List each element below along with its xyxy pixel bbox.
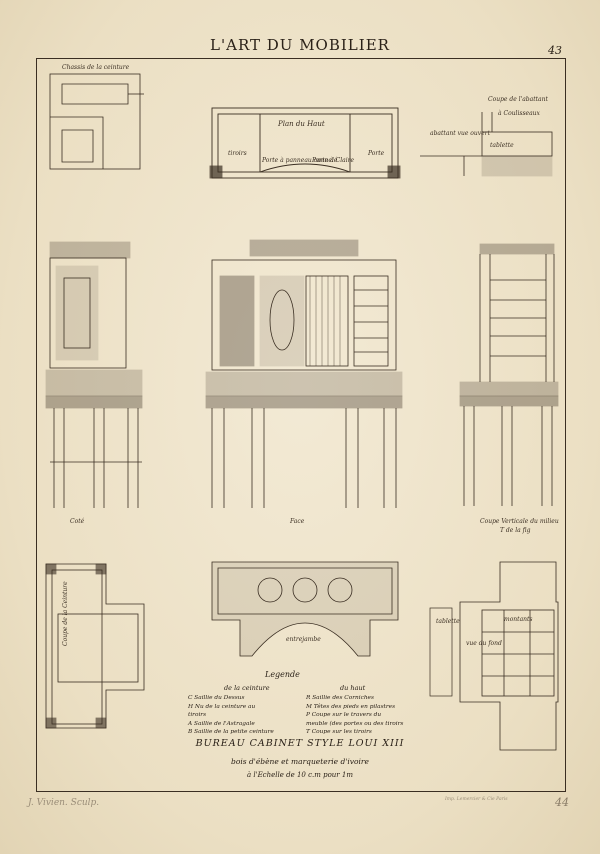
legend-left-item: A Saillie de l'Astragale — [188, 720, 255, 727]
legend-title: Legende — [265, 670, 300, 679]
legend-right-item: R Saillie des Corniches — [306, 695, 374, 701]
entrejambe-label: entrejambe — [286, 636, 321, 643]
legend-right-item: P Coupe sur le travers du — [306, 712, 382, 718]
coupe-ceinture-label: Coupe de la Ceinture — [62, 581, 69, 646]
front-elevation-drawing — [205, 239, 403, 508]
coupe-tablette-label: tablette — [490, 142, 514, 149]
plan-porte-cannelee-label: Porte à panneau cannelé — [262, 157, 338, 164]
abattant-note-label: abattant vue ouvert — [430, 130, 490, 137]
legend-right-heading: du haut — [340, 684, 366, 692]
plan-tiroirs-label: tiroirs — [228, 150, 247, 157]
plate-number: 43 — [548, 44, 562, 57]
coupe-ceinture-drawing — [45, 563, 145, 729]
legend-left-item: B Saillie de la petite ceinture — [188, 729, 274, 735]
legend-left-list: C Saillie du Dessus H Nu de la ceinture … — [188, 694, 274, 737]
tablette-detail-drawing — [429, 607, 453, 697]
plan-porte-label: Porte — [368, 150, 385, 157]
engraver-signature: J. Vivien. Sculp. — [28, 798, 100, 808]
montants-label: montants — [504, 616, 533, 623]
legend-right-item: T Coupe sur les tiroirs — [306, 729, 372, 735]
front-view-label: Face — [290, 518, 305, 525]
printer-credit: Imp. Lemercier & Cie Paris — [445, 797, 508, 802]
coulisseaux-label: à Coulisseaux — [498, 110, 540, 117]
side-view-label: Coté — [70, 518, 85, 525]
legend-left-item: C Saillie du Dessus — [188, 695, 245, 701]
vue-fond-label: vue du fond — [466, 640, 502, 647]
coupe-abattant-drawing — [420, 112, 553, 177]
tablette-label: tablette — [436, 618, 460, 625]
chassis-label: Chassis de la ceinture — [62, 64, 130, 71]
chassis-plan-drawing — [49, 73, 144, 170]
plan-haut-drawing — [209, 107, 401, 179]
coupe-abattant-label: Coupe de l'abattant — [488, 96, 548, 103]
vue-fond-drawing — [459, 561, 559, 751]
legend-left-heading: de la ceinture — [224, 684, 270, 692]
legend-right-item: M Têtes des pieds en pilastres — [306, 703, 396, 710]
legend-left-item: tiroirs — [188, 712, 207, 718]
drawing-frame — [36, 58, 566, 792]
plate-caption-title: BUREAU CABINET STYLE LOUI XIII — [195, 738, 405, 749]
legend-right-item: meuble (des portes ou des tiroirs — [306, 720, 404, 727]
vertical-section-drawing — [459, 243, 559, 506]
side-elevation-drawing — [45, 241, 143, 508]
legend-left-item: H Nu de la ceinture au — [188, 703, 256, 710]
legend-right-list: R Saillie des Corniches M Têtes des pied… — [306, 694, 403, 737]
coupe-verticale-sub-label: T de la fig — [500, 527, 531, 534]
plate-caption-scale: à l'Echelle de 10 c.m pour 1m — [247, 771, 353, 779]
coupe-verticale-label: Coupe Verticale du milieu — [480, 518, 559, 525]
corner-number: 44 — [555, 796, 569, 809]
plate-title: L'ART DU MOBILIER — [210, 36, 390, 54]
plan-porte-claire-label: Porte à Claire — [312, 157, 355, 164]
plate-caption-material: bois d'ébène et marqueterie d'ivoire — [231, 757, 369, 766]
plan-haut-label: Plan du Haut — [278, 120, 325, 128]
entrejambe-drawing — [211, 561, 399, 657]
